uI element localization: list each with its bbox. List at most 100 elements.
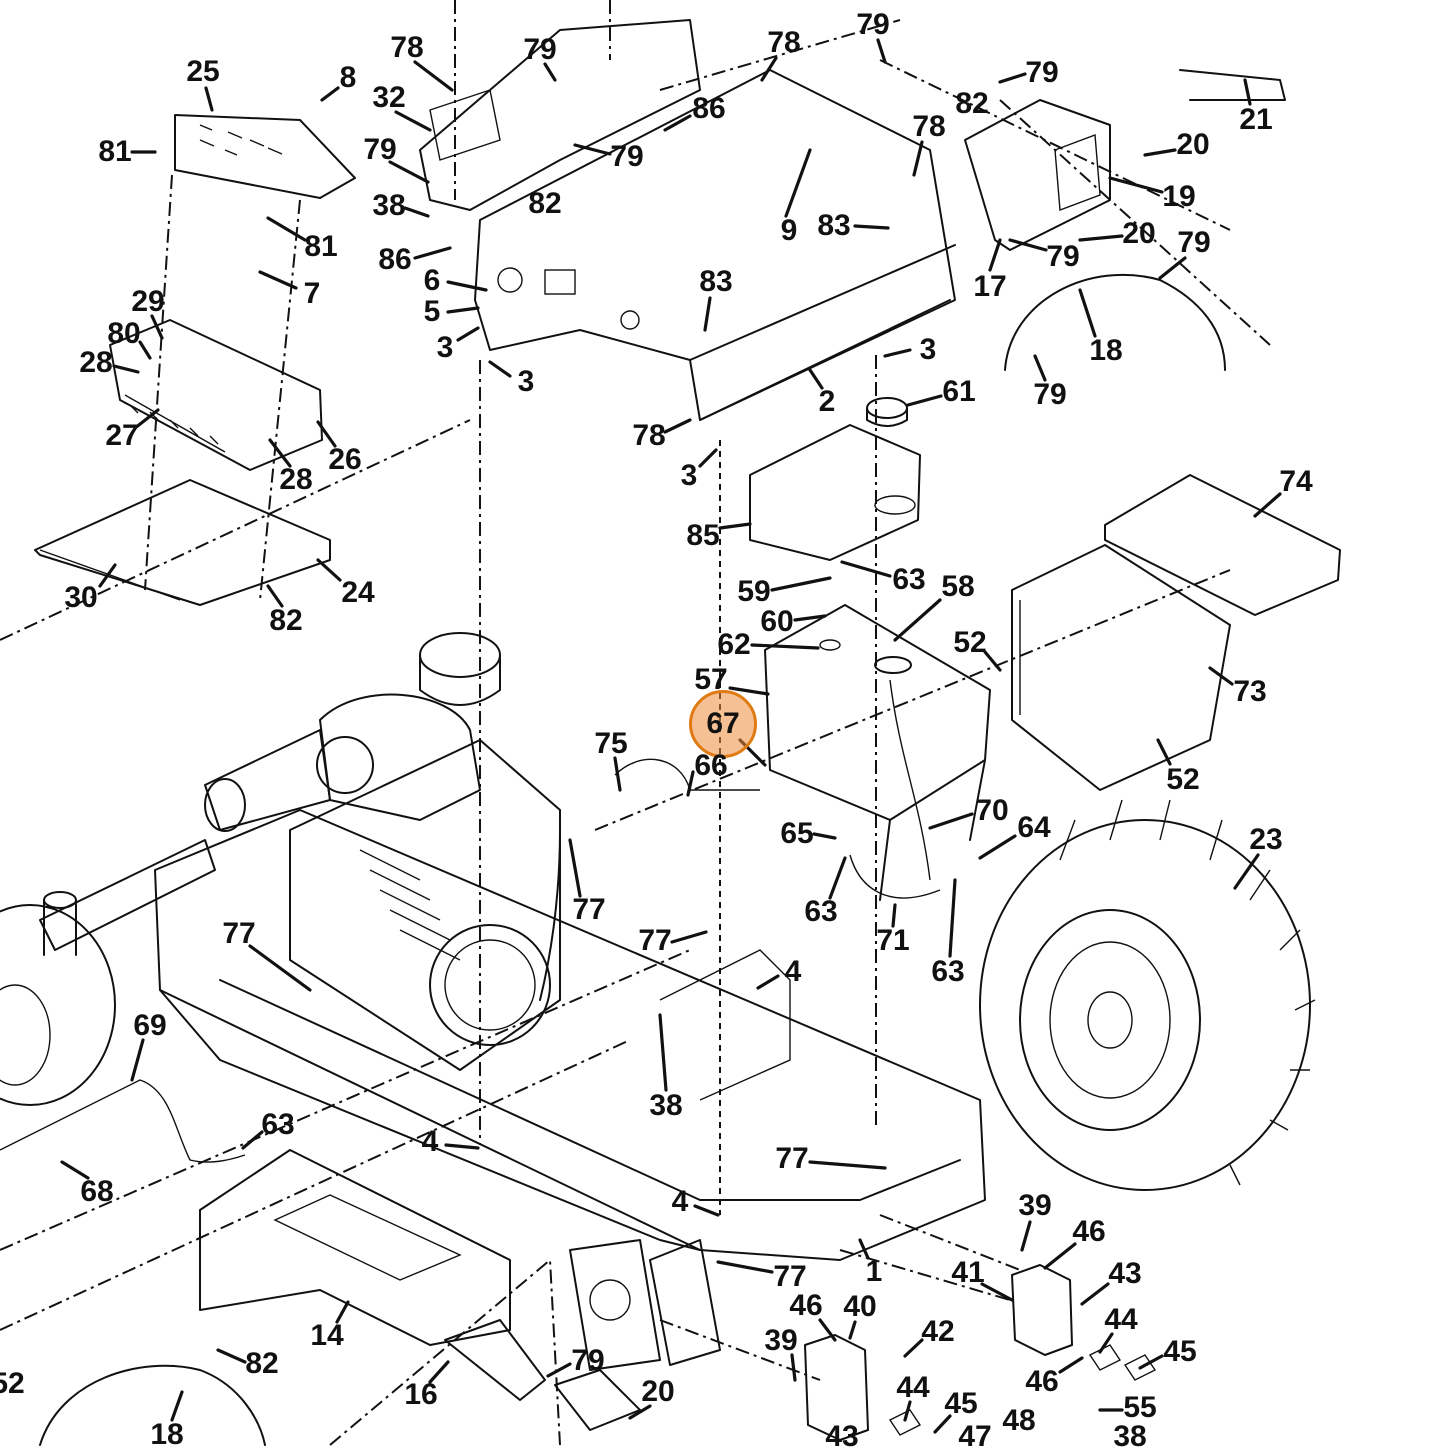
callout-61[interactable]: 61 [942, 375, 976, 408]
callout-59[interactable]: 59 [737, 575, 771, 608]
callout-20a[interactable]: 20 [1176, 128, 1210, 161]
callout-16[interactable]: 16 [404, 1378, 438, 1411]
callout-14[interactable]: 14 [310, 1319, 344, 1352]
callout-62[interactable]: 62 [717, 628, 751, 661]
callout-1[interactable]: 1 [865, 1255, 883, 1288]
callout-45b[interactable]: 45 [944, 1387, 978, 1420]
callout-28a[interactable]: 28 [79, 346, 113, 379]
callout-52b[interactable]: 52 [1166, 763, 1200, 796]
callout-43a[interactable]: 43 [1108, 1257, 1142, 1290]
callout-77d[interactable]: 77 [775, 1142, 809, 1175]
callout-38b[interactable]: 38 [649, 1089, 683, 1122]
callout-83b[interactable]: 83 [699, 265, 733, 298]
callout-55[interactable]: 55 [1123, 1391, 1157, 1424]
callout-79a[interactable]: 79 [523, 33, 557, 66]
callout-65[interactable]: 65 [780, 817, 814, 850]
callout-20b[interactable]: 20 [1122, 217, 1156, 250]
callout-18b[interactable]: 18 [150, 1418, 184, 1451]
callout-38c[interactable]: 38 [1113, 1420, 1147, 1453]
callout-30[interactable]: 30 [64, 581, 98, 614]
callout-52c[interactable]: 52 [0, 1367, 25, 1400]
callout-81b[interactable]: 81 [304, 230, 338, 263]
callout-43b[interactable]: 43 [825, 1420, 859, 1453]
callout-63b[interactable]: 63 [804, 895, 838, 928]
callout-23[interactable]: 23 [1249, 823, 1283, 856]
callout-27[interactable]: 27 [105, 419, 139, 452]
callout-45a[interactable]: 45 [1163, 1335, 1197, 1368]
callout-79i[interactable]: 79 [571, 1344, 605, 1377]
callout-19[interactable]: 19 [1162, 180, 1196, 213]
callout-24[interactable]: 24 [341, 576, 375, 609]
callout-25[interactable]: 25 [186, 55, 220, 88]
callout-38a[interactable]: 38 [372, 189, 406, 222]
callout-71[interactable]: 71 [876, 924, 910, 957]
callout-81a[interactable]: 81 [98, 135, 132, 168]
callout-78c[interactable]: 78 [912, 110, 946, 143]
callout-44a[interactable]: 44 [1104, 1303, 1138, 1336]
callout-28b[interactable]: 28 [279, 463, 313, 496]
callout-32[interactable]: 32 [372, 81, 406, 114]
callout-2[interactable]: 2 [818, 385, 836, 418]
callout-6[interactable]: 6 [423, 264, 441, 297]
callout-74[interactable]: 74 [1279, 465, 1313, 498]
callout-3a[interactable]: 3 [436, 331, 454, 364]
callout-9[interactable]: 9 [780, 214, 798, 247]
callout-86b[interactable]: 86 [378, 243, 412, 276]
callout-44b[interactable]: 44 [896, 1371, 930, 1404]
callout-58[interactable]: 58 [941, 570, 975, 603]
callout-46c[interactable]: 46 [1025, 1365, 1059, 1398]
callout-29[interactable]: 29 [131, 285, 165, 318]
callout-3d[interactable]: 3 [680, 459, 698, 492]
callout-77b[interactable]: 77 [222, 917, 256, 950]
callout-63c[interactable]: 63 [931, 955, 965, 988]
callout-79g[interactable]: 79 [1046, 240, 1080, 273]
callout-60[interactable]: 60 [760, 605, 794, 638]
callout-52a[interactable]: 52 [953, 626, 987, 659]
callout-46a[interactable]: 46 [1072, 1215, 1106, 1248]
callout-73[interactable]: 73 [1233, 675, 1267, 708]
callout-39b[interactable]: 39 [764, 1324, 798, 1357]
callout-79f[interactable]: 79 [1177, 226, 1211, 259]
callout-17[interactable]: 17 [973, 270, 1007, 303]
callout-3c[interactable]: 3 [517, 365, 535, 398]
callout-83a[interactable]: 83 [817, 209, 851, 242]
callout-82c[interactable]: 82 [269, 604, 303, 637]
callout-80[interactable]: 80 [107, 317, 141, 350]
callout-63d[interactable]: 63 [261, 1108, 295, 1141]
callout-5[interactable]: 5 [423, 295, 441, 328]
callout-77e[interactable]: 77 [773, 1260, 807, 1293]
callout-75[interactable]: 75 [594, 727, 628, 760]
callout-78d[interactable]: 78 [632, 419, 666, 452]
callout-78a[interactable]: 78 [390, 31, 424, 64]
callout-82a[interactable]: 82 [955, 87, 989, 120]
callout-78b[interactable]: 78 [767, 26, 801, 59]
callout-79b[interactable]: 79 [856, 8, 890, 41]
callout-77a[interactable]: 77 [572, 893, 606, 926]
callout-4a[interactable]: 4 [784, 955, 802, 988]
callout-67[interactable]: 67 [706, 707, 740, 740]
callout-42[interactable]: 42 [921, 1315, 955, 1348]
callout-48[interactable]: 48 [1002, 1404, 1036, 1437]
callout-79e[interactable]: 79 [610, 140, 644, 173]
callout-79c[interactable]: 79 [1025, 56, 1059, 89]
callout-18a[interactable]: 18 [1089, 334, 1123, 367]
callout-77c[interactable]: 77 [638, 924, 672, 957]
callout-57[interactable]: 57 [694, 663, 728, 696]
callout-82b[interactable]: 82 [528, 187, 562, 220]
callout-47[interactable]: 47 [958, 1420, 992, 1453]
callout-39a[interactable]: 39 [1018, 1189, 1052, 1222]
callout-20c[interactable]: 20 [641, 1375, 675, 1408]
callout-4c[interactable]: 4 [671, 1185, 689, 1218]
callout-68[interactable]: 68 [80, 1175, 114, 1208]
callout-66[interactable]: 66 [694, 749, 728, 782]
callout-41[interactable]: 41 [951, 1256, 985, 1289]
callout-70[interactable]: 70 [975, 794, 1009, 827]
callout-63a[interactable]: 63 [892, 563, 926, 596]
callout-21[interactable]: 21 [1239, 103, 1273, 136]
callout-4b[interactable]: 4 [421, 1125, 439, 1158]
callout-40[interactable]: 40 [843, 1290, 877, 1323]
callout-8[interactable]: 8 [339, 61, 357, 94]
callout-46b[interactable]: 46 [789, 1289, 823, 1322]
callout-3b[interactable]: 3 [919, 333, 937, 366]
callout-26[interactable]: 26 [328, 443, 362, 476]
